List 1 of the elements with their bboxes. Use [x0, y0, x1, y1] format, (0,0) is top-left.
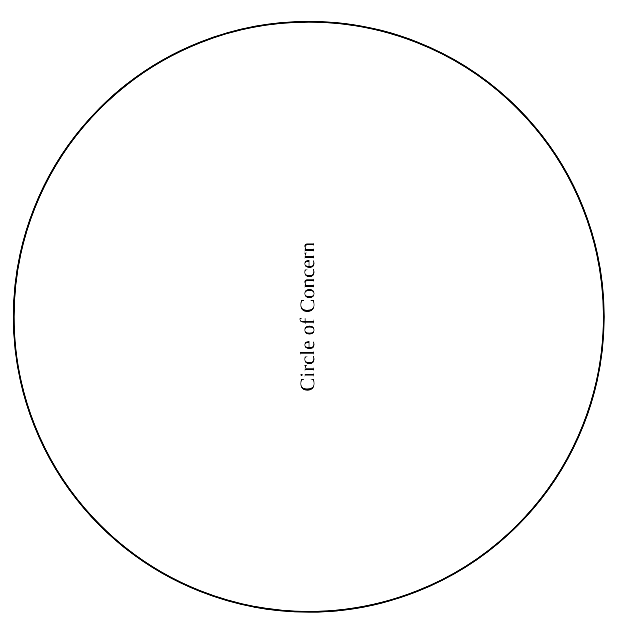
- node-circle: Circle of Concern: [13, 20, 605, 612]
